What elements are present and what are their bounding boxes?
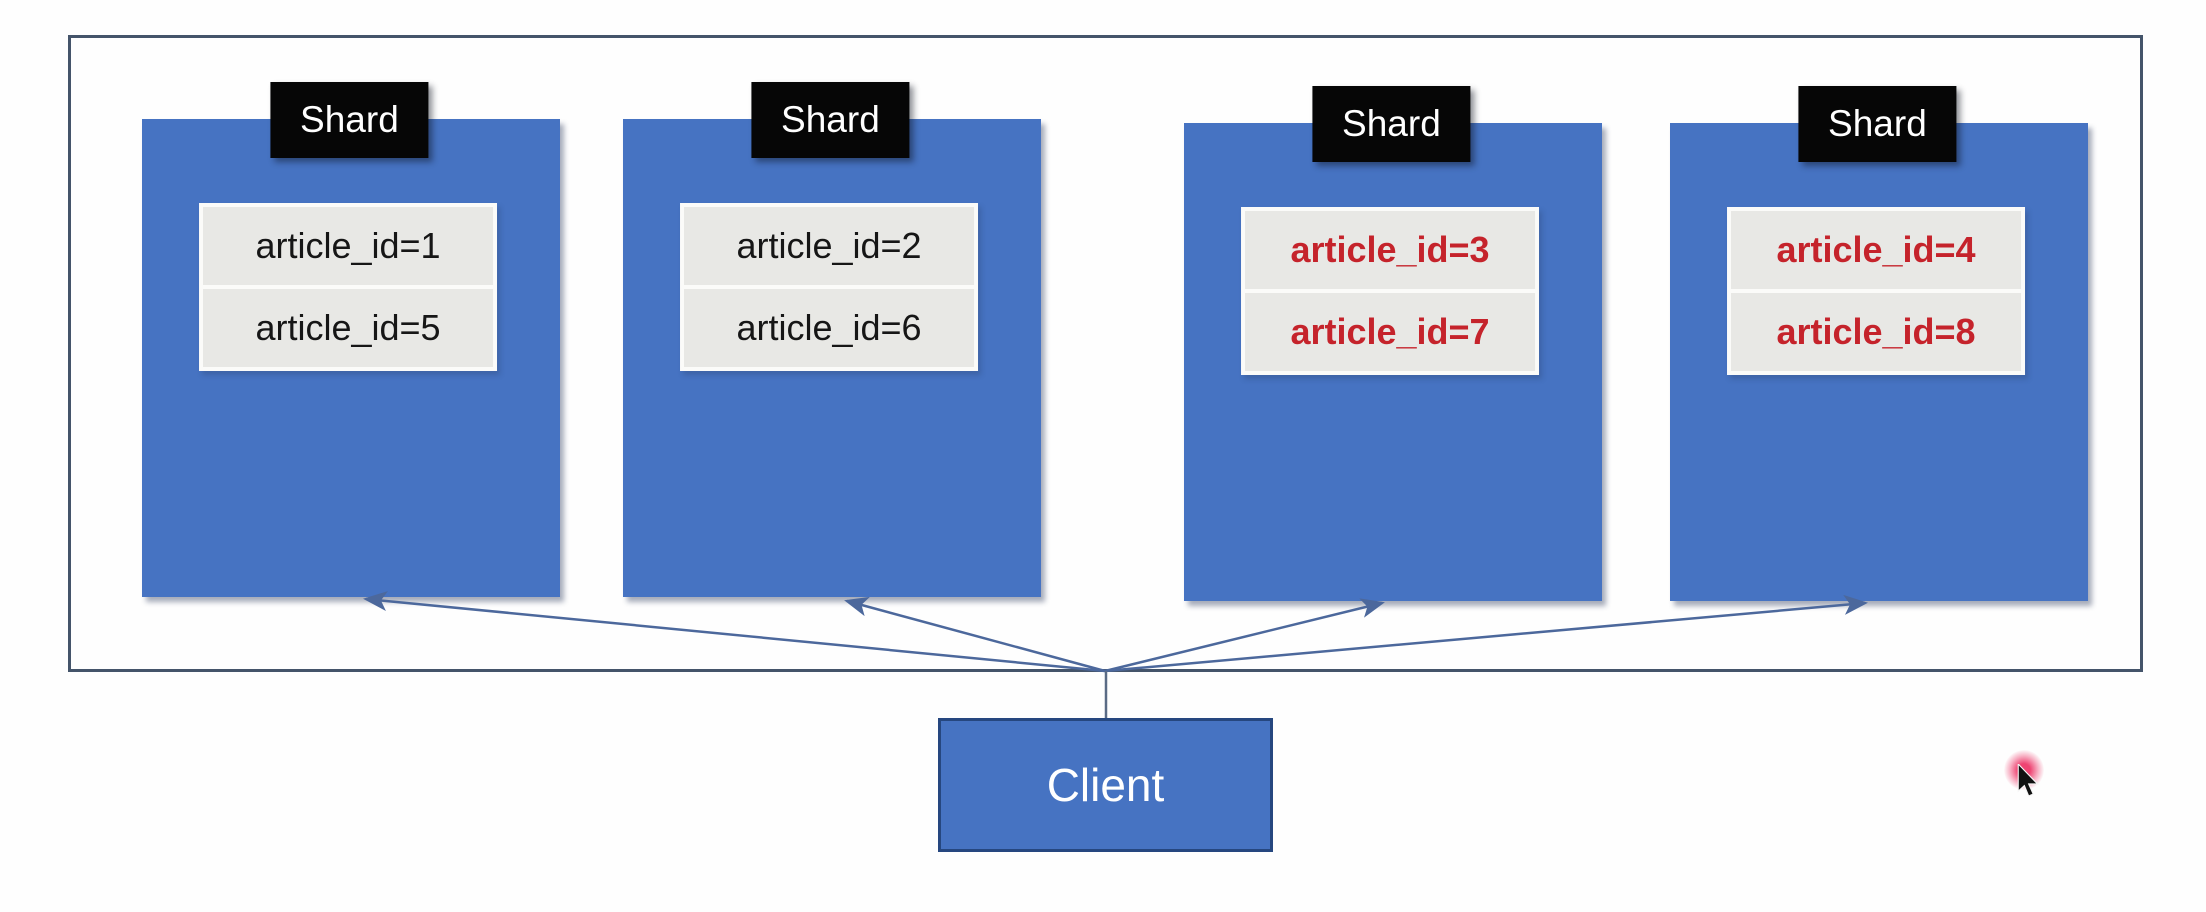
record-row: article_id=3: [1245, 211, 1536, 289]
record-row: article_id=1: [203, 207, 494, 285]
shard-label: Shard: [1798, 86, 1957, 162]
shard-records: article_id=1 article_id=5: [199, 203, 498, 371]
shard-records: article_id=3 article_id=7: [1241, 207, 1540, 375]
shard-records: article_id=2 article_id=6: [680, 203, 979, 371]
shard-box-1: Shard article_id=1 article_id=5: [142, 82, 560, 597]
shard-records: article_id=4 article_id=8: [1727, 207, 2026, 375]
shard-label: Shard: [1312, 86, 1471, 162]
shard-box-4: Shard article_id=4 article_id=8: [1670, 86, 2088, 601]
record-row: article_id=6: [684, 289, 975, 367]
shard-box-3: Shard article_id=3 article_id=7: [1184, 86, 1602, 601]
record-row: article_id=8: [1731, 293, 2022, 371]
shard-box-2: Shard article_id=2 article_id=6: [623, 82, 1041, 597]
record-row: article_id=4: [1731, 211, 2022, 289]
record-row: article_id=7: [1245, 293, 1536, 371]
record-row: article_id=2: [684, 207, 975, 285]
shard-label: Shard: [270, 82, 429, 158]
client-box: Client: [938, 718, 1273, 852]
shard-label: Shard: [751, 82, 910, 158]
record-row: article_id=5: [203, 289, 494, 367]
pointer-cursor-icon: [2017, 764, 2039, 797]
